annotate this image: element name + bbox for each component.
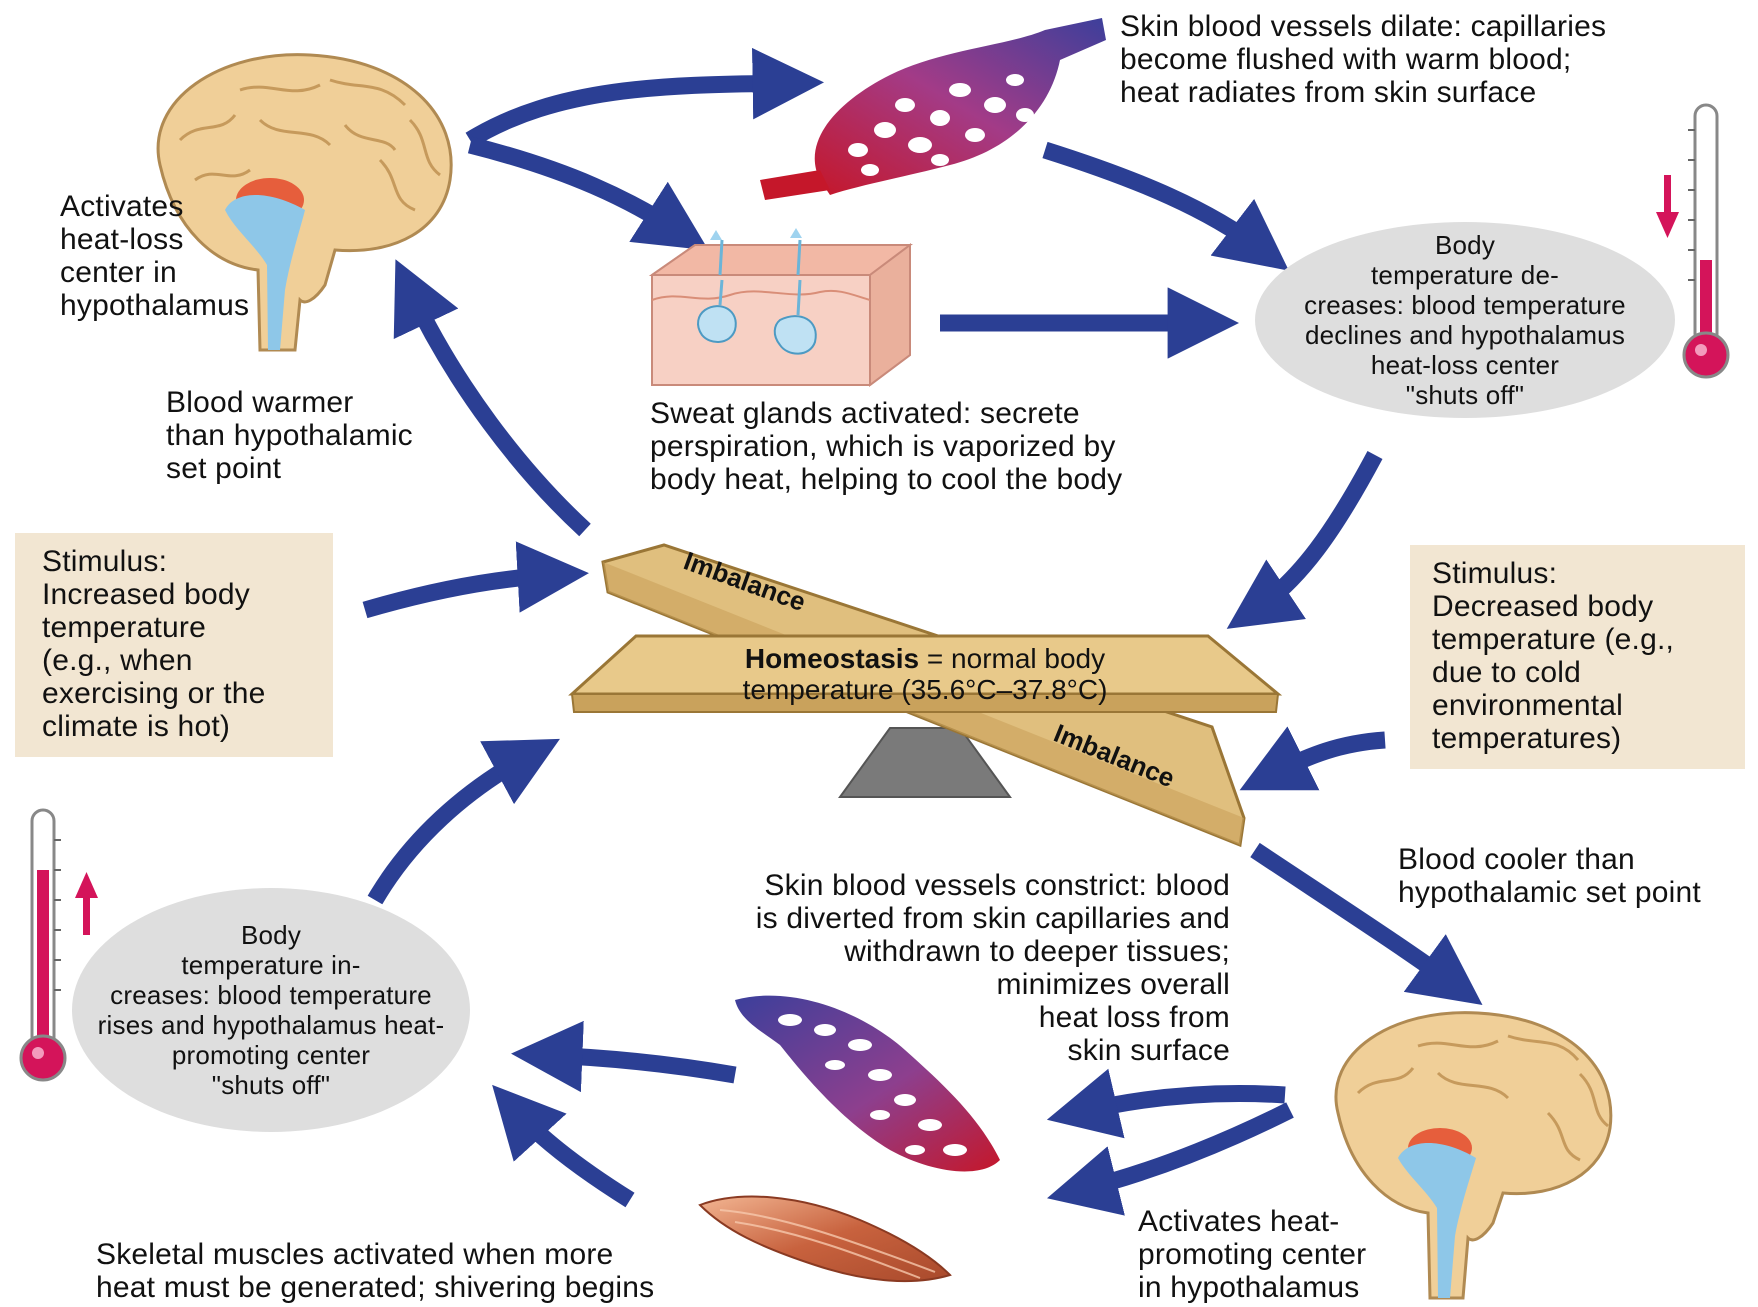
arrow-down-icon xyxy=(1656,175,1679,238)
blood-cooler-label: Blood cooler than hypothalamic set point xyxy=(1398,843,1701,909)
arrow-vessels-to-ellipse xyxy=(1045,150,1262,250)
muscle-icon xyxy=(700,1197,950,1282)
arrow-ellipse-to-seesaw xyxy=(375,755,530,900)
arrow-brain-to-sweat xyxy=(470,145,680,232)
arrow-brain-to-vessels xyxy=(470,83,790,140)
arrow-brain-to-capillaries xyxy=(1080,1094,1285,1112)
body-temperature-increases-ellipse: Body temperature in- creases: blood temp… xyxy=(72,888,470,1132)
body-temperature-decreases-ellipse: Body temperature de- creases: blood temp… xyxy=(1255,222,1675,418)
arrow-seesaw-to-brain-top xyxy=(410,290,585,530)
activates-heat-promoting-label: Activates heat- promoting center in hypo… xyxy=(1138,1205,1366,1304)
skin-section-icon xyxy=(652,228,910,385)
sweat-glands-label: Sweat glands activated: secrete perspira… xyxy=(650,397,1122,496)
stimulus-decreased-box: Stimulus: Decreased body temperature (e.… xyxy=(1410,545,1745,769)
arrow-stimulus-hot xyxy=(365,575,555,610)
arrow-muscle-to-ellipse xyxy=(515,1110,630,1200)
homeostasis-line1: Homeostasis = normal body xyxy=(745,643,1105,674)
body-temperature-decreases-label: Body temperature de- creases: blood temp… xyxy=(1304,230,1626,410)
brain-icon xyxy=(1336,1013,1611,1298)
stimulus-increased-label: Stimulus: Increased body temperature (e.… xyxy=(42,545,333,743)
skin-vessels-constrict-label: Skin blood vessels constrict: blood is d… xyxy=(610,869,1230,1067)
arrow-brain-to-muscle xyxy=(1080,1110,1290,1190)
activates-heat-loss-label: Activates heat-loss center in hypothalam… xyxy=(60,190,249,322)
skeletal-muscles-label: Skeletal muscles activated when more hea… xyxy=(96,1238,654,1304)
capillary-network-icon xyxy=(760,18,1106,200)
stimulus-decreased-label: Stimulus: Decreased body temperature (e.… xyxy=(1432,557,1745,755)
arrow-ellipse-to-seesaw xyxy=(1255,455,1375,610)
stimulus-increased-box: Stimulus: Increased body temperature (e.… xyxy=(15,533,333,757)
skin-vessels-dilate-label: Skin blood vessels dilate: capillaries b… xyxy=(1120,10,1606,109)
homeostasis-line2: temperature (35.6°C–37.8°C) xyxy=(743,674,1108,705)
body-temperature-increases-label: Body temperature in- creases: blood temp… xyxy=(98,920,445,1100)
arrow-up-icon xyxy=(75,872,98,935)
arrow-stimulus-cold xyxy=(1270,740,1385,775)
blood-warmer-label: Blood warmer than hypothalamic set point xyxy=(166,386,413,485)
thermometer-icon xyxy=(1684,105,1728,377)
thermometer-icon xyxy=(21,810,65,1080)
